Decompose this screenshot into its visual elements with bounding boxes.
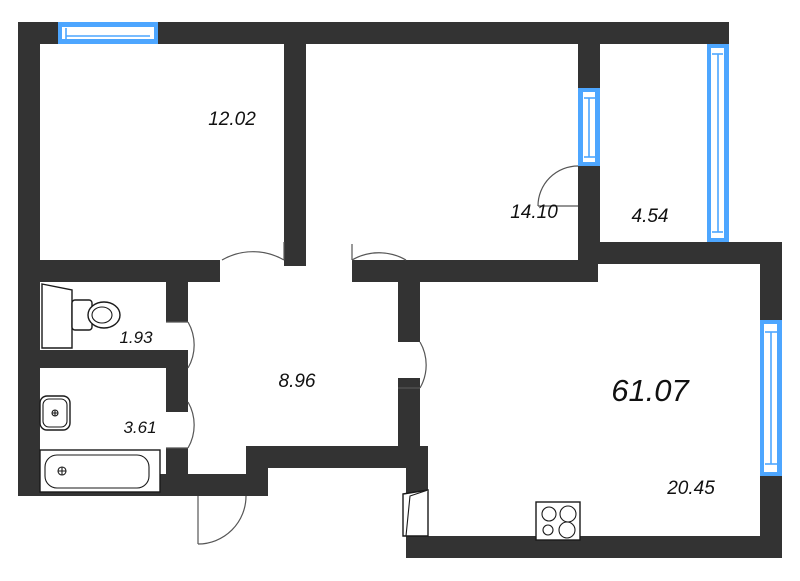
bathtub-icon: [39, 449, 161, 493]
area-label-bedroom-2: 14.10: [510, 202, 558, 223]
door-bedroom1: [221, 242, 285, 261]
wall-hall-bottom-step1: [188, 474, 246, 496]
door-living: [398, 341, 427, 389]
wall-bathroom-right-upper: [166, 368, 188, 412]
sink-icon: [39, 395, 71, 431]
area-label-total: 61.07: [611, 373, 690, 408]
area-label-hall: 8.96: [279, 371, 316, 392]
wall-exterior-top: [18, 22, 727, 44]
entry-door-icon: [402, 489, 429, 537]
wall-balcony-left-lower: [578, 166, 600, 264]
basin-icon: [41, 283, 73, 349]
wall-toilet-right-upper: [166, 282, 188, 322]
window-balcony-right: [707, 44, 729, 242]
wall-balcony-bottom: [598, 242, 782, 264]
area-label-bedroom-1: 12.02: [208, 109, 256, 130]
wall-balcony-right-top: [707, 22, 729, 46]
wall-hall-bottom-step2: [246, 446, 420, 468]
area-label-layer: 12.02 14.10 4.54 1.93 3.61 8.96 20.45 61…: [119, 109, 715, 499]
stove-icon: [535, 501, 581, 541]
wall-partition-bedrooms-stub: [284, 244, 306, 266]
toilet-icon: [71, 299, 121, 331]
door-bedroom2: [351, 244, 407, 261]
window-balcony-door: [578, 88, 600, 166]
wall-exterior-bottom-right: [406, 536, 782, 558]
door-toilet: [166, 321, 195, 369]
wall-bedroom1-bottom-right: [188, 260, 220, 282]
fixture-layer: [39, 283, 581, 541]
wall-exterior-right-top: [760, 242, 782, 320]
wall-hall-living-lower: [398, 378, 420, 468]
door-balcony: [537, 165, 579, 207]
door-bathroom: [166, 401, 195, 449]
area-label-bathroom: 3.61: [123, 418, 156, 437]
area-label-toilet: 1.93: [119, 328, 153, 347]
wall-hall-living-upper: [398, 260, 420, 342]
wall-bathroom-right-lower: [166, 448, 188, 496]
door-entrance: [197, 495, 247, 545]
wall-bedroom2-bottom: [398, 260, 598, 282]
area-label-living-kitchen: 20.45: [666, 478, 715, 499]
wall-toilet-bathroom-divider: [18, 350, 188, 368]
door-layer: [166, 165, 579, 545]
wall-bedroom1-bottom: [18, 260, 188, 282]
wall-exterior-left: [18, 22, 40, 496]
area-label-balcony: 4.54: [632, 206, 669, 227]
wall-balcony-left-upper: [578, 44, 600, 88]
window-layer: [58, 22, 782, 476]
wall-layer: [18, 22, 782, 558]
window-living-right: [760, 320, 782, 476]
wall-partition-bedrooms: [284, 44, 306, 244]
wall-bedroom2-bottom-left: [352, 260, 398, 282]
window-bedroom1-top: [58, 22, 158, 44]
